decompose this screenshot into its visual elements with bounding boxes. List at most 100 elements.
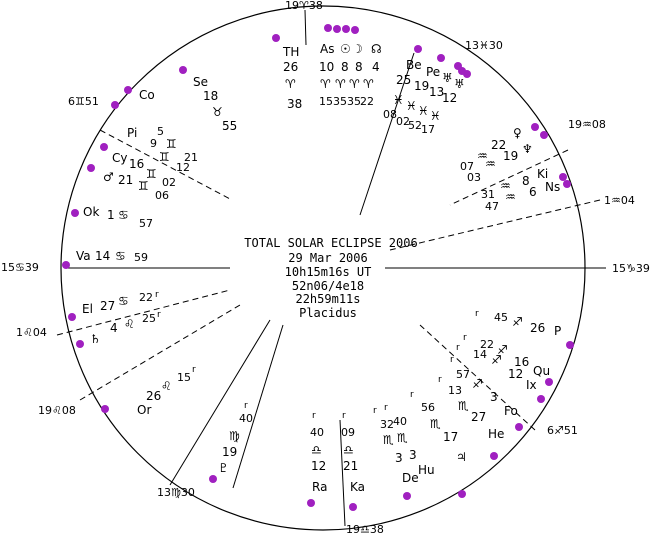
label-as-name: As xyxy=(320,42,334,56)
chart-house-system: Placidus xyxy=(299,306,357,320)
cusp-label-upper-left: 6♊51 xyxy=(68,95,99,108)
label-cy-deg: 16 xyxy=(129,157,144,171)
label-pl-deg: 26 xyxy=(530,321,545,335)
dot-ns xyxy=(563,180,571,188)
label-pl-min: 45 xyxy=(494,311,508,324)
cusp-label-right: 1♒04 xyxy=(604,194,635,207)
label-saturn-retro: r xyxy=(157,310,161,320)
cusp-label-lower-right: 6♐51 xyxy=(547,424,578,437)
label-de-retro: r xyxy=(373,406,377,416)
cusp-label-right-upper: 19♒08 xyxy=(568,118,606,131)
label-node-deg: 4 xyxy=(372,60,380,74)
label-venus-name: ♀ xyxy=(513,126,522,140)
label-pi-sign: ♊ xyxy=(166,137,177,151)
label-ok-name: Ok xyxy=(83,205,99,219)
label-pi-deg: 9 xyxy=(150,137,157,150)
dot-th xyxy=(272,34,280,42)
label-th-sign: ♈ xyxy=(285,77,296,91)
label-jupiter-min: 56 xyxy=(421,401,435,414)
label-fo-min: 57 xyxy=(456,368,470,381)
cusp-label-left-lower: 19♌08 xyxy=(38,404,76,417)
label-moon-deg: 8 xyxy=(355,60,363,74)
label-he-min: 13 xyxy=(448,384,462,397)
cusp-line-5 xyxy=(232,324,284,489)
label-el-sign: ♋ xyxy=(118,294,129,308)
cusp-line-11 xyxy=(359,52,415,216)
label-se-min: 55 xyxy=(222,119,237,133)
cusp-label-asc-right: 15♑39 xyxy=(612,262,650,275)
label-ki-name: Ki xyxy=(537,167,548,181)
label-va-deg: 14 xyxy=(95,249,110,263)
label-venus-sign: ♒ xyxy=(477,149,488,163)
label-pluto-sign: ♍ xyxy=(229,429,240,443)
cusp-label-top-right: 13♓30 xyxy=(465,39,503,52)
label-de-name: De xyxy=(402,471,419,485)
label-ns-deg: 6 xyxy=(529,185,537,199)
label-neptune-sign: ♒ xyxy=(485,157,496,171)
label-venus-deg: 22 xyxy=(491,138,506,152)
label-ki-sign: ♒ xyxy=(500,179,511,193)
label-ix-name: Ix xyxy=(526,378,537,392)
ic-line-bottom xyxy=(339,419,346,527)
label-sun-min: 35 xyxy=(333,95,347,108)
label-node-min: 22 xyxy=(360,95,374,108)
label-de-min: 32 xyxy=(380,418,394,431)
label-he-retro: r xyxy=(438,375,442,385)
label-ra-name: Ra xyxy=(312,480,327,494)
label-sun-sign: ♈ xyxy=(335,77,346,91)
dot-jupiter xyxy=(458,490,466,498)
dot-se xyxy=(179,66,187,74)
label-el-min: 22 xyxy=(139,291,153,304)
cusp-line-2 xyxy=(99,129,233,201)
label-sun-deg: 8 xyxy=(341,60,349,74)
label-se-name: Se xyxy=(193,75,208,89)
label-jupiter-deg: 17 xyxy=(443,430,458,444)
label-pluto-name: ♇ xyxy=(218,461,229,475)
label-qu-retro: r xyxy=(463,333,467,343)
label-u1-name: ♅ xyxy=(442,71,453,85)
label-as-min: 15 xyxy=(319,95,333,108)
planet-labels: TH 26 ♈ 38 As ☉ ☽ ☊ 10 8 8 4 ♈ ♈ ♈ ♈ 15 … xyxy=(76,42,561,494)
label-el-name: El xyxy=(82,302,93,316)
cusp-label-top: 19♈38 xyxy=(285,0,323,12)
label-ix-sign: ♐ xyxy=(491,353,502,367)
label-or-sign: ♌ xyxy=(161,379,172,393)
label-mars-name: ♂ xyxy=(103,170,114,184)
label-fo-deg: 3 xyxy=(490,390,498,404)
chart-info-block: TOTAL SOLAR ECLIPSE 2006 29 Mar 2006 10h… xyxy=(244,236,417,320)
label-ka-retro: r xyxy=(342,411,346,421)
dot-de xyxy=(403,492,411,500)
label-moon-sign: ♈ xyxy=(349,77,360,91)
label-mars-sign: ♊ xyxy=(146,167,157,181)
label-hu-name: Hu xyxy=(418,463,435,477)
cusp-line-7 xyxy=(419,324,536,431)
label-he-deg: 27 xyxy=(471,410,486,424)
dot-he xyxy=(490,452,498,460)
label-be-sign: ♓ xyxy=(393,93,404,107)
label-or-deg: 26 xyxy=(146,389,161,403)
dot-pluto xyxy=(209,475,217,483)
label-ra-min: 40 xyxy=(310,426,324,439)
label-jupiter-retro: r xyxy=(410,390,414,400)
label-be-deg: 25 xyxy=(396,73,411,87)
label-be-name: Be xyxy=(406,58,422,72)
dot-va xyxy=(62,261,70,269)
label-or-retro: r xyxy=(192,365,196,375)
dot-or xyxy=(101,405,109,413)
label-de-deg: 3 xyxy=(395,451,403,465)
label-pl-retro: r xyxy=(475,309,479,319)
cusp-line-1 xyxy=(389,199,601,251)
label-fo-retro: r xyxy=(450,355,454,365)
label-he-name: He xyxy=(488,427,504,441)
dot-mars xyxy=(87,164,95,172)
label-cy-min: 12 xyxy=(176,161,190,174)
label-u1-min: 52 xyxy=(408,119,422,132)
cusp-line-5b xyxy=(79,304,241,401)
label-ka-sign: ♎ xyxy=(343,443,354,457)
cusp-line-12 xyxy=(449,149,569,206)
dot-ka xyxy=(349,503,357,511)
label-ka-name: Ka xyxy=(350,480,365,494)
label-cy-name: Cy xyxy=(112,151,127,165)
label-hu-retro: r xyxy=(384,403,388,413)
dot-pe xyxy=(437,54,445,62)
